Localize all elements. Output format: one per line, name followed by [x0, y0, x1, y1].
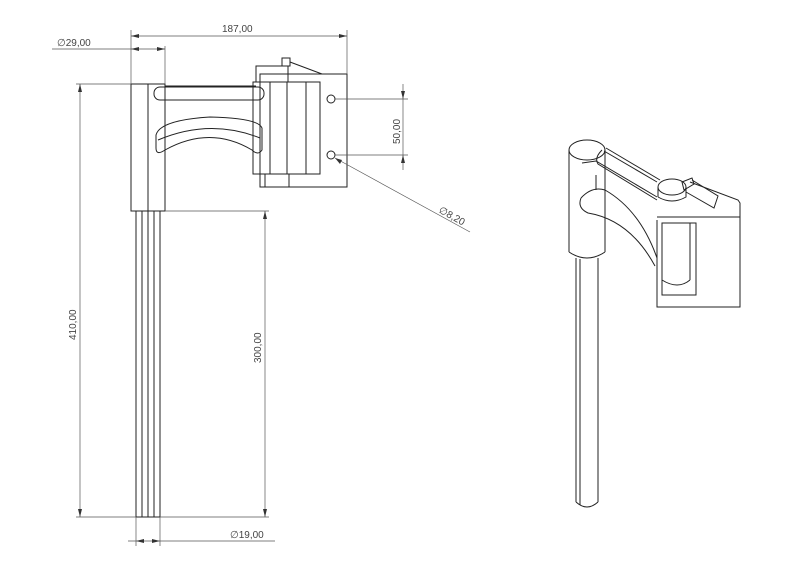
dimension-rod-length	[160, 210, 269, 518]
dim-label-column-diameter: ∅29,00	[57, 38, 91, 49]
dim-label-overall-width: 187,00	[222, 24, 253, 35]
dim-label-overall-height: 410,00	[68, 309, 79, 340]
column	[130, 83, 166, 212]
iso-rod	[575, 258, 599, 508]
dimension-overall-width	[130, 30, 348, 84]
iso-column	[568, 139, 606, 259]
isometric-view	[568, 139, 741, 508]
dim-label-rod-length: 300,00	[253, 332, 264, 363]
iso-arm	[579, 147, 661, 267]
dimension-overall-height	[76, 83, 136, 518]
bracket	[252, 57, 348, 188]
mounting-hole-top	[326, 94, 336, 104]
dim-label-rod-diameter: ∅19,00	[230, 530, 264, 541]
iso-bracket	[656, 177, 741, 308]
dimension-column-diameter	[52, 46, 166, 84]
dimension-rod-diameter	[128, 517, 275, 546]
rod	[135, 210, 161, 518]
dim-label-hole-spacing: 50,00	[392, 119, 403, 144]
mounting-hole-bottom	[326, 150, 336, 160]
front-view: 187,00 ∅29,00 410,00 300,00 50,00 ∅8,20 …	[52, 24, 471, 546]
arm	[153, 85, 265, 211]
dimension-hole-diameter	[334, 157, 471, 233]
dim-label-hole-diameter: ∅8,20	[437, 205, 467, 228]
dimension-hole-spacing	[335, 84, 408, 170]
